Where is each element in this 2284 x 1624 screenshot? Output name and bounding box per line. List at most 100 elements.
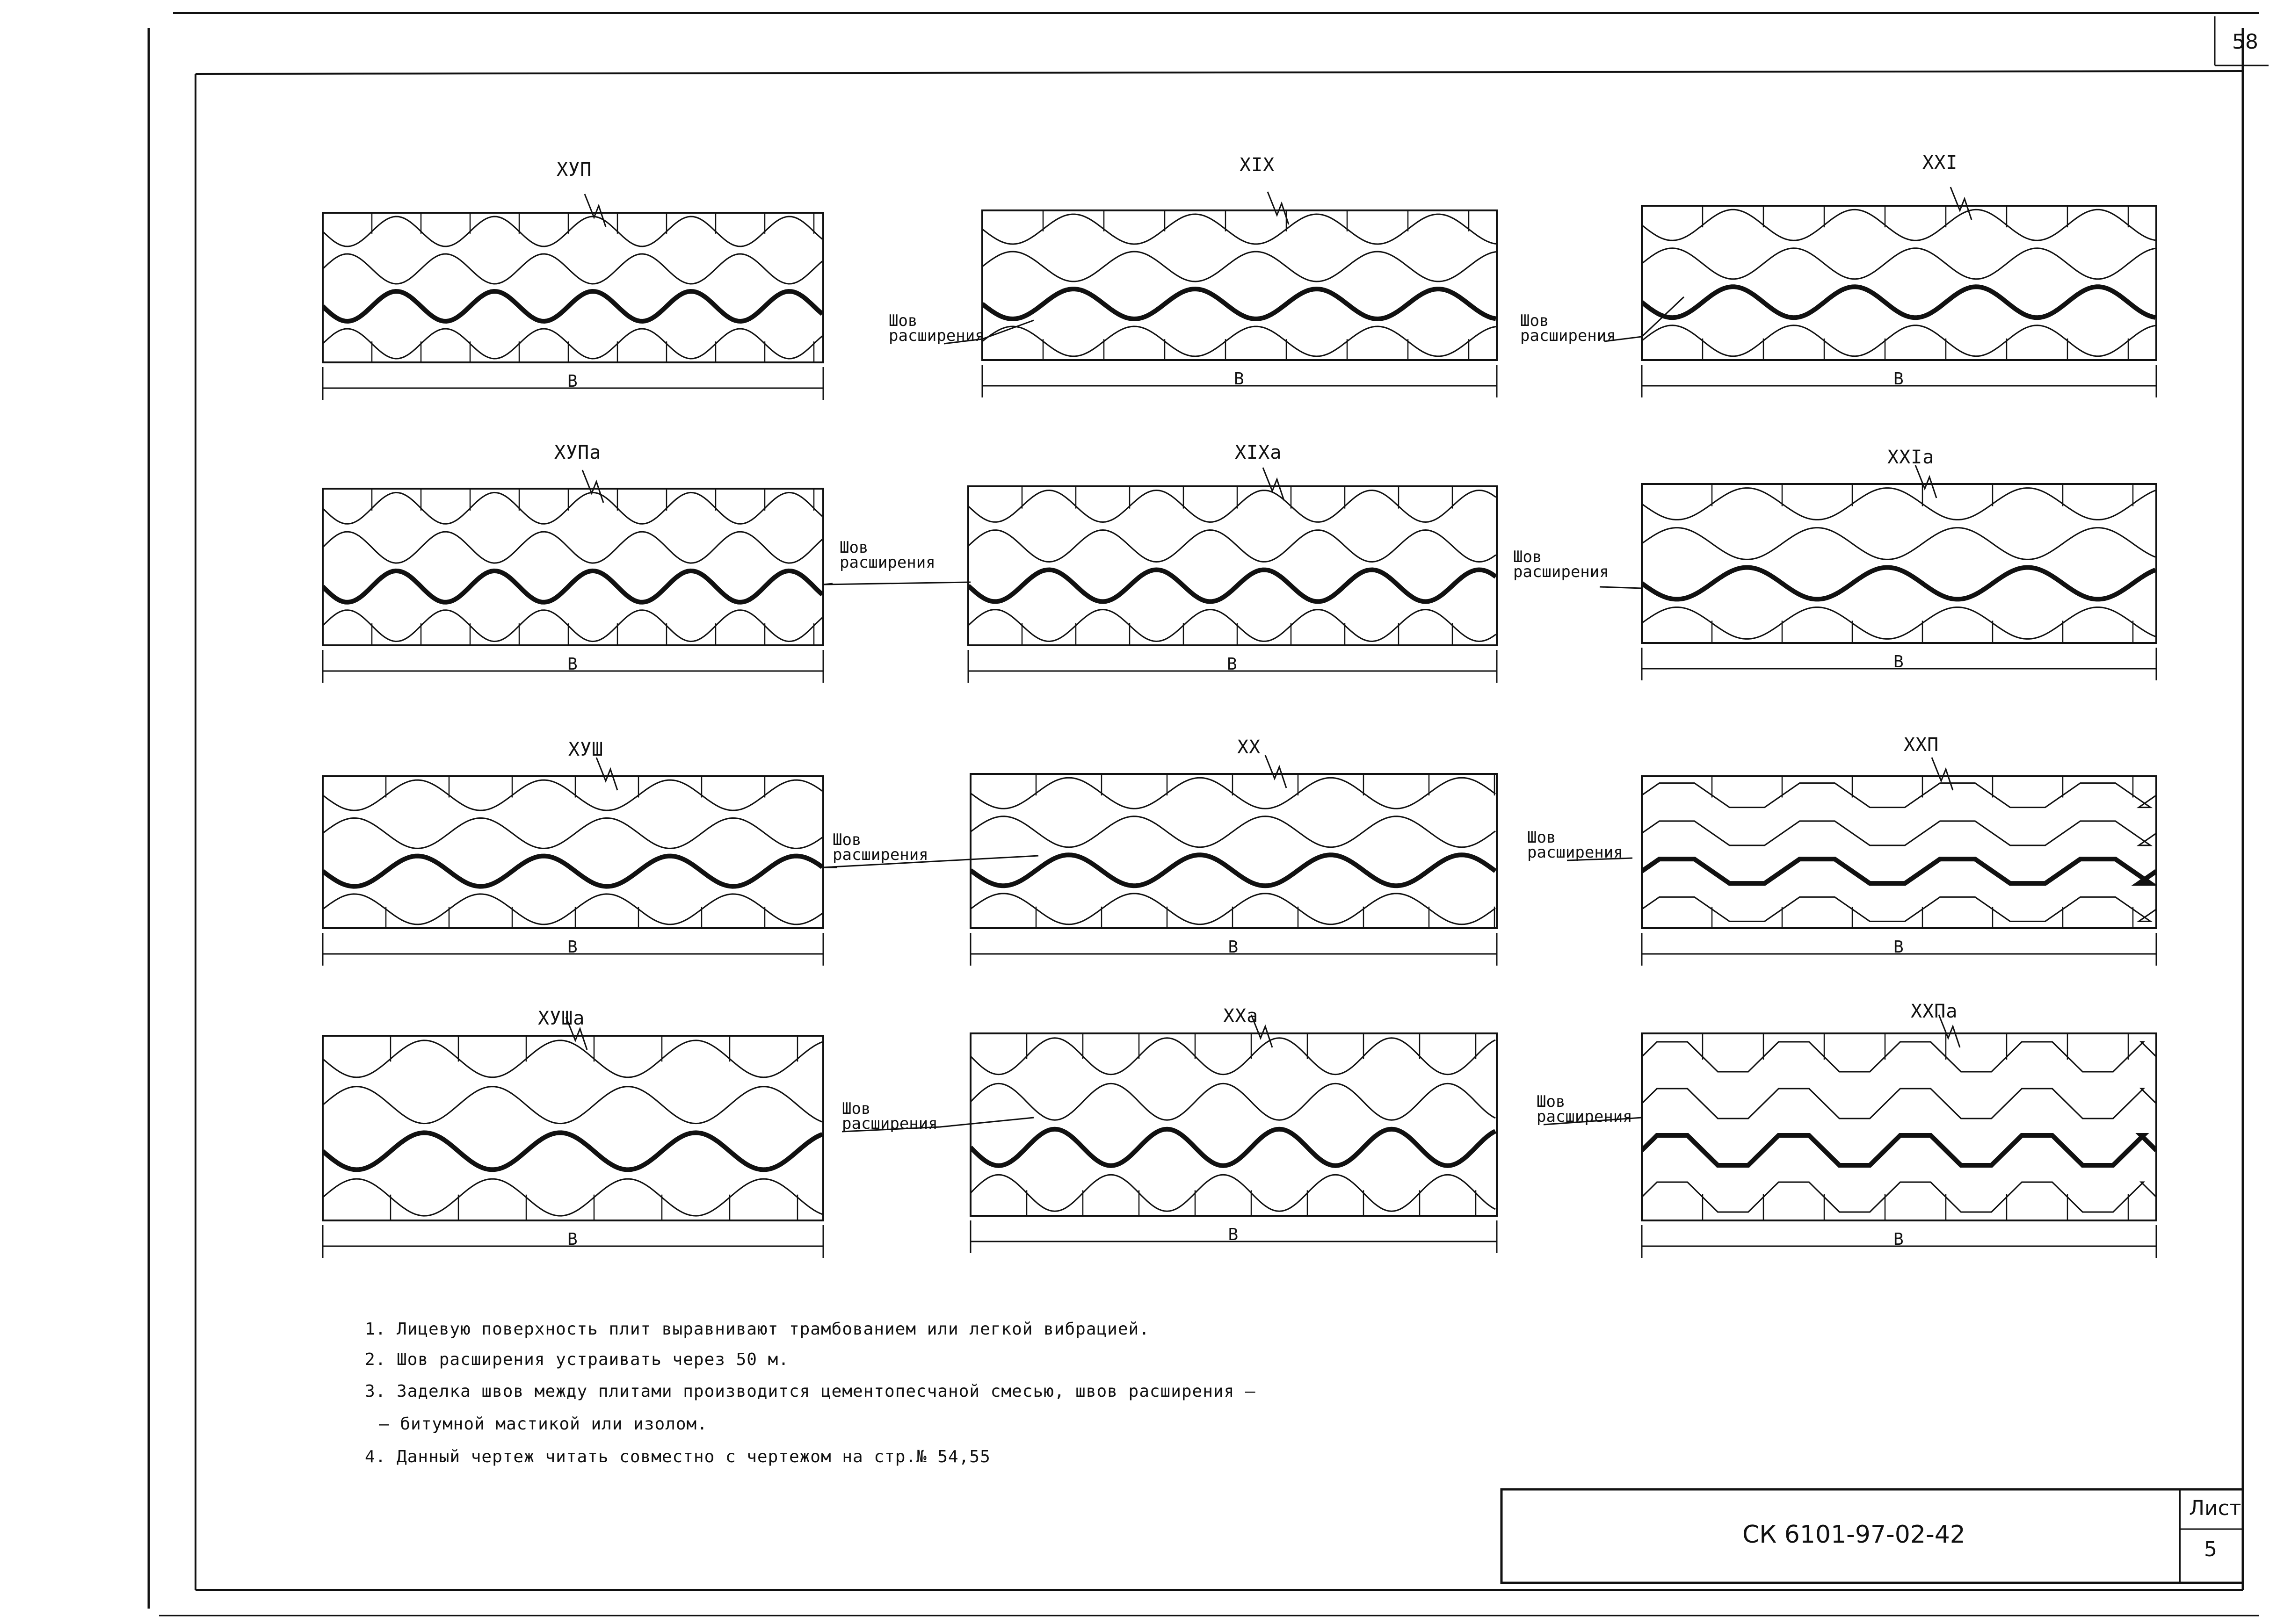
panel-title: ХУШ xyxy=(568,739,604,760)
width-dimension-label: В xyxy=(1893,1230,1904,1249)
expansion-joint-line xyxy=(323,853,823,889)
joint-line xyxy=(968,529,1496,563)
panel-title: XXПа xyxy=(1911,1001,1958,1022)
paving-panel-10 xyxy=(322,1017,1034,1258)
joint-line xyxy=(1642,606,2156,640)
joint-line xyxy=(1642,1041,2156,1073)
expansion-joint-label: Шов расширения xyxy=(842,1099,938,1133)
expansion-joint-line xyxy=(1642,1133,2156,1168)
panel-frame xyxy=(322,488,824,646)
joint-line xyxy=(1642,1088,2156,1119)
sheet-number: 5 xyxy=(2204,1537,2217,1561)
panel-frame xyxy=(1641,1032,2157,1221)
expansion-joint-line xyxy=(323,289,823,324)
expansion-joint-line xyxy=(1642,857,2156,886)
expansion-joint-label: Шов расширения xyxy=(833,830,928,864)
paving-panel-12 xyxy=(1543,1014,2157,1258)
paving-panel-7 xyxy=(322,757,1039,966)
paving-panel-9 xyxy=(1566,757,2157,966)
expansion-joint-label: Шов расширения xyxy=(1513,548,1609,581)
joint-line xyxy=(1642,209,2156,241)
seam-leader xyxy=(1604,296,1685,342)
width-dimension-label: В xyxy=(1234,369,1244,389)
panel-frame xyxy=(322,1035,824,1221)
paving-panel-6 xyxy=(1599,465,2157,680)
seam-leader xyxy=(1566,857,1633,861)
panel-frame xyxy=(322,775,824,929)
break-mark xyxy=(1938,1014,1961,1048)
seam-leader xyxy=(1543,1117,1642,1126)
panel-frame xyxy=(981,209,1498,361)
joint-line xyxy=(971,1174,1496,1212)
panel-frame xyxy=(1641,205,2157,361)
break-mark xyxy=(1264,755,1287,788)
paving-panel-11 xyxy=(970,1014,1498,1253)
joint-line xyxy=(968,489,1496,523)
panel-frame xyxy=(1641,483,2157,644)
panel-title: XXI xyxy=(1922,152,1958,173)
joint-line xyxy=(323,216,823,247)
expansion-joint-line xyxy=(323,1130,823,1172)
panel-frame xyxy=(970,1032,1498,1217)
note-3: 3. Заделка швов между плитами производит… xyxy=(365,1382,1256,1401)
joint-line xyxy=(1642,527,2156,560)
width-dimension-label: В xyxy=(567,938,578,957)
joint-line xyxy=(1642,487,2156,520)
break-mark xyxy=(1914,465,1937,498)
joint-line xyxy=(971,816,1496,848)
panel-frame xyxy=(967,485,1498,646)
joint-line xyxy=(971,1037,1496,1075)
seam-leader xyxy=(823,855,1039,868)
paving-panel-8 xyxy=(970,755,1498,966)
panel-title: XIXа xyxy=(1235,442,1282,463)
joint-line xyxy=(323,531,823,564)
break-mark xyxy=(1262,467,1285,501)
document-code: СК 6101-97-02-42 xyxy=(1742,1521,1965,1549)
panel-title: XXIа xyxy=(1887,447,1935,468)
joint-line xyxy=(1642,782,2156,808)
joint-line xyxy=(1642,820,2156,846)
seam-leader xyxy=(841,1117,1034,1133)
joint-line xyxy=(968,608,1496,642)
expansion-joint-label: Шов расширения xyxy=(1527,828,1623,862)
joint-line xyxy=(1642,1181,2156,1213)
width-dimension-label: В xyxy=(567,372,578,391)
break-mark xyxy=(565,1017,588,1050)
joint-line xyxy=(1642,896,2156,922)
expansion-joint-label: Шов расширения xyxy=(840,538,935,572)
joint-line xyxy=(323,609,823,642)
joint-line xyxy=(971,1083,1496,1121)
width-dimension-label: В xyxy=(1893,938,1904,957)
panel-title: XX xyxy=(1237,736,1261,758)
expansion-joint-line xyxy=(971,1126,1497,1168)
break-mark xyxy=(581,469,604,503)
paving-panel-4 xyxy=(322,469,971,683)
joint-line xyxy=(323,1178,823,1217)
paving-panel-3 xyxy=(1604,187,2157,397)
panel-frame xyxy=(970,773,1498,929)
joint-line xyxy=(323,893,823,925)
joint-line xyxy=(1642,325,2156,357)
note-4: 4. Данный чертеж читать совместно с черт… xyxy=(365,1447,991,1466)
joint-line xyxy=(323,491,823,525)
joint-line xyxy=(323,253,823,285)
break-mark xyxy=(1267,191,1290,225)
joint-line xyxy=(323,817,823,849)
joint-line xyxy=(323,328,823,360)
expansion-joint-line xyxy=(982,286,1496,322)
seam-leader xyxy=(823,581,971,585)
width-dimension-label: В xyxy=(567,1230,578,1249)
expansion-joint-label: Шов расширения xyxy=(1520,311,1616,345)
width-dimension-label: В xyxy=(1228,1225,1239,1244)
note-3-cont: – битумной мастикой или изолом. xyxy=(379,1415,708,1434)
paving-panel-5 xyxy=(967,467,1498,683)
panel-title: ХУШа xyxy=(538,1008,585,1029)
paving-panel-1 xyxy=(322,194,1034,400)
expansion-joint-line xyxy=(971,852,1497,888)
width-dimension-label: В xyxy=(1227,655,1237,674)
panel-title: ХУПа xyxy=(554,442,602,463)
break-mark xyxy=(595,757,618,791)
joint-line xyxy=(982,213,1496,245)
panel-title: XIX xyxy=(1240,154,1275,176)
